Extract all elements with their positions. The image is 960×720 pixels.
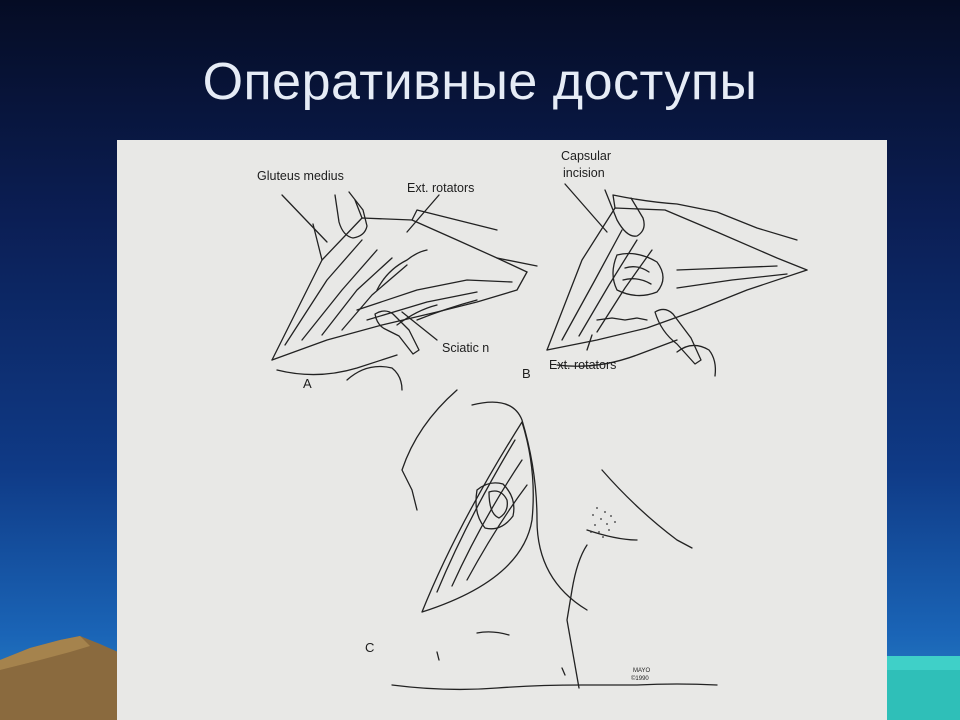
label-ext-rotators-b: Ext. rotators bbox=[549, 358, 616, 372]
panel-c-drawing bbox=[391, 389, 718, 691]
panel-b-letter: B bbox=[522, 366, 531, 381]
surgical-illustration: Gluteus medius Ext. rotators Sciatic n A… bbox=[117, 140, 887, 720]
panel-b-drawing bbox=[546, 183, 808, 377]
signature-line1: MAYO bbox=[633, 668, 651, 674]
slide-title: Оперативные доступы bbox=[202, 53, 758, 111]
panel-c-letter: C bbox=[365, 640, 374, 655]
label-gluteus-medius: Gluteus medius bbox=[257, 169, 344, 183]
panel-a-letter: A bbox=[303, 376, 312, 391]
label-capsular-line2: incision bbox=[563, 166, 605, 180]
label-capsular-line1: Capsular bbox=[561, 149, 611, 163]
illustration-drawing: Gluteus medius Ext. rotators Sciatic n A… bbox=[257, 149, 808, 691]
label-ext-rotators-a: Ext. rotators bbox=[407, 181, 474, 195]
signature-line2: ©1990 bbox=[631, 675, 649, 682]
label-sciatic-n: Sciatic n bbox=[442, 341, 489, 355]
panel-c-stipple bbox=[590, 507, 616, 538]
landscape-decoration bbox=[0, 636, 960, 720]
panel-a-drawing bbox=[271, 191, 538, 391]
